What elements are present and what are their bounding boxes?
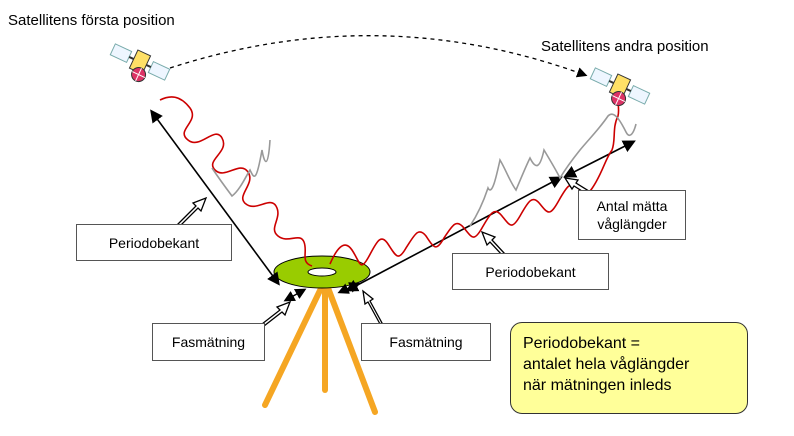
range-line-left [150,109,280,286]
wave-right-red [329,93,621,266]
wave-right-gray [469,113,637,227]
periodobekant-right-label: Periodobekant [452,253,609,290]
phase-arrow-left [283,288,307,302]
wave-left-gray [211,139,271,198]
pointer-arrow-periodobekant-left [177,196,208,227]
fasmatning-right-label: Fasmätning [361,323,491,361]
fasmatning-left-label: Fasmätning [152,323,265,361]
pointer-arrow-periodobekant-right [480,230,506,257]
antal-matta-label: Antal mätta våglängder [578,190,686,240]
phase-arrow-right [337,282,361,294]
pointer-arrow-fas-left [261,300,292,327]
satellite-icon [589,67,651,107]
note-line3: när mätningen inleds [523,377,672,394]
tripod-icon [262,277,378,415]
fasmatning-right-text: Fasmätning [389,334,463,350]
periodobekant-left-label: Periodobekant [76,224,232,261]
pointer-arrow-fas-right [362,289,383,325]
periodobekant-definition-note: Periodobekant = antalet hela våglängder … [510,322,748,414]
antal-matta-line2: våglängder [597,216,667,232]
first-position-title: Satellitens första position [8,12,175,29]
second-position-title: Satellitens andra position [541,38,709,55]
pointer-arrows [177,177,593,327]
periodobekant-left-text: Periodobekant [108,234,200,251]
periodobekant-right-text: Periodobekant [485,263,576,280]
note-line2: antalet hela våglängder [523,356,690,373]
satellite-path-arc [169,35,588,78]
antenna-icon [273,255,371,289]
range-line-right-2 [563,140,636,178]
fasmatning-left-text: Fasmätning [171,334,246,350]
range-line-right [345,176,563,292]
antal-matta-line1: Antal mätta [596,198,668,214]
satellite-icon [109,43,171,83]
note-line1: Periodobekant = [523,335,640,352]
